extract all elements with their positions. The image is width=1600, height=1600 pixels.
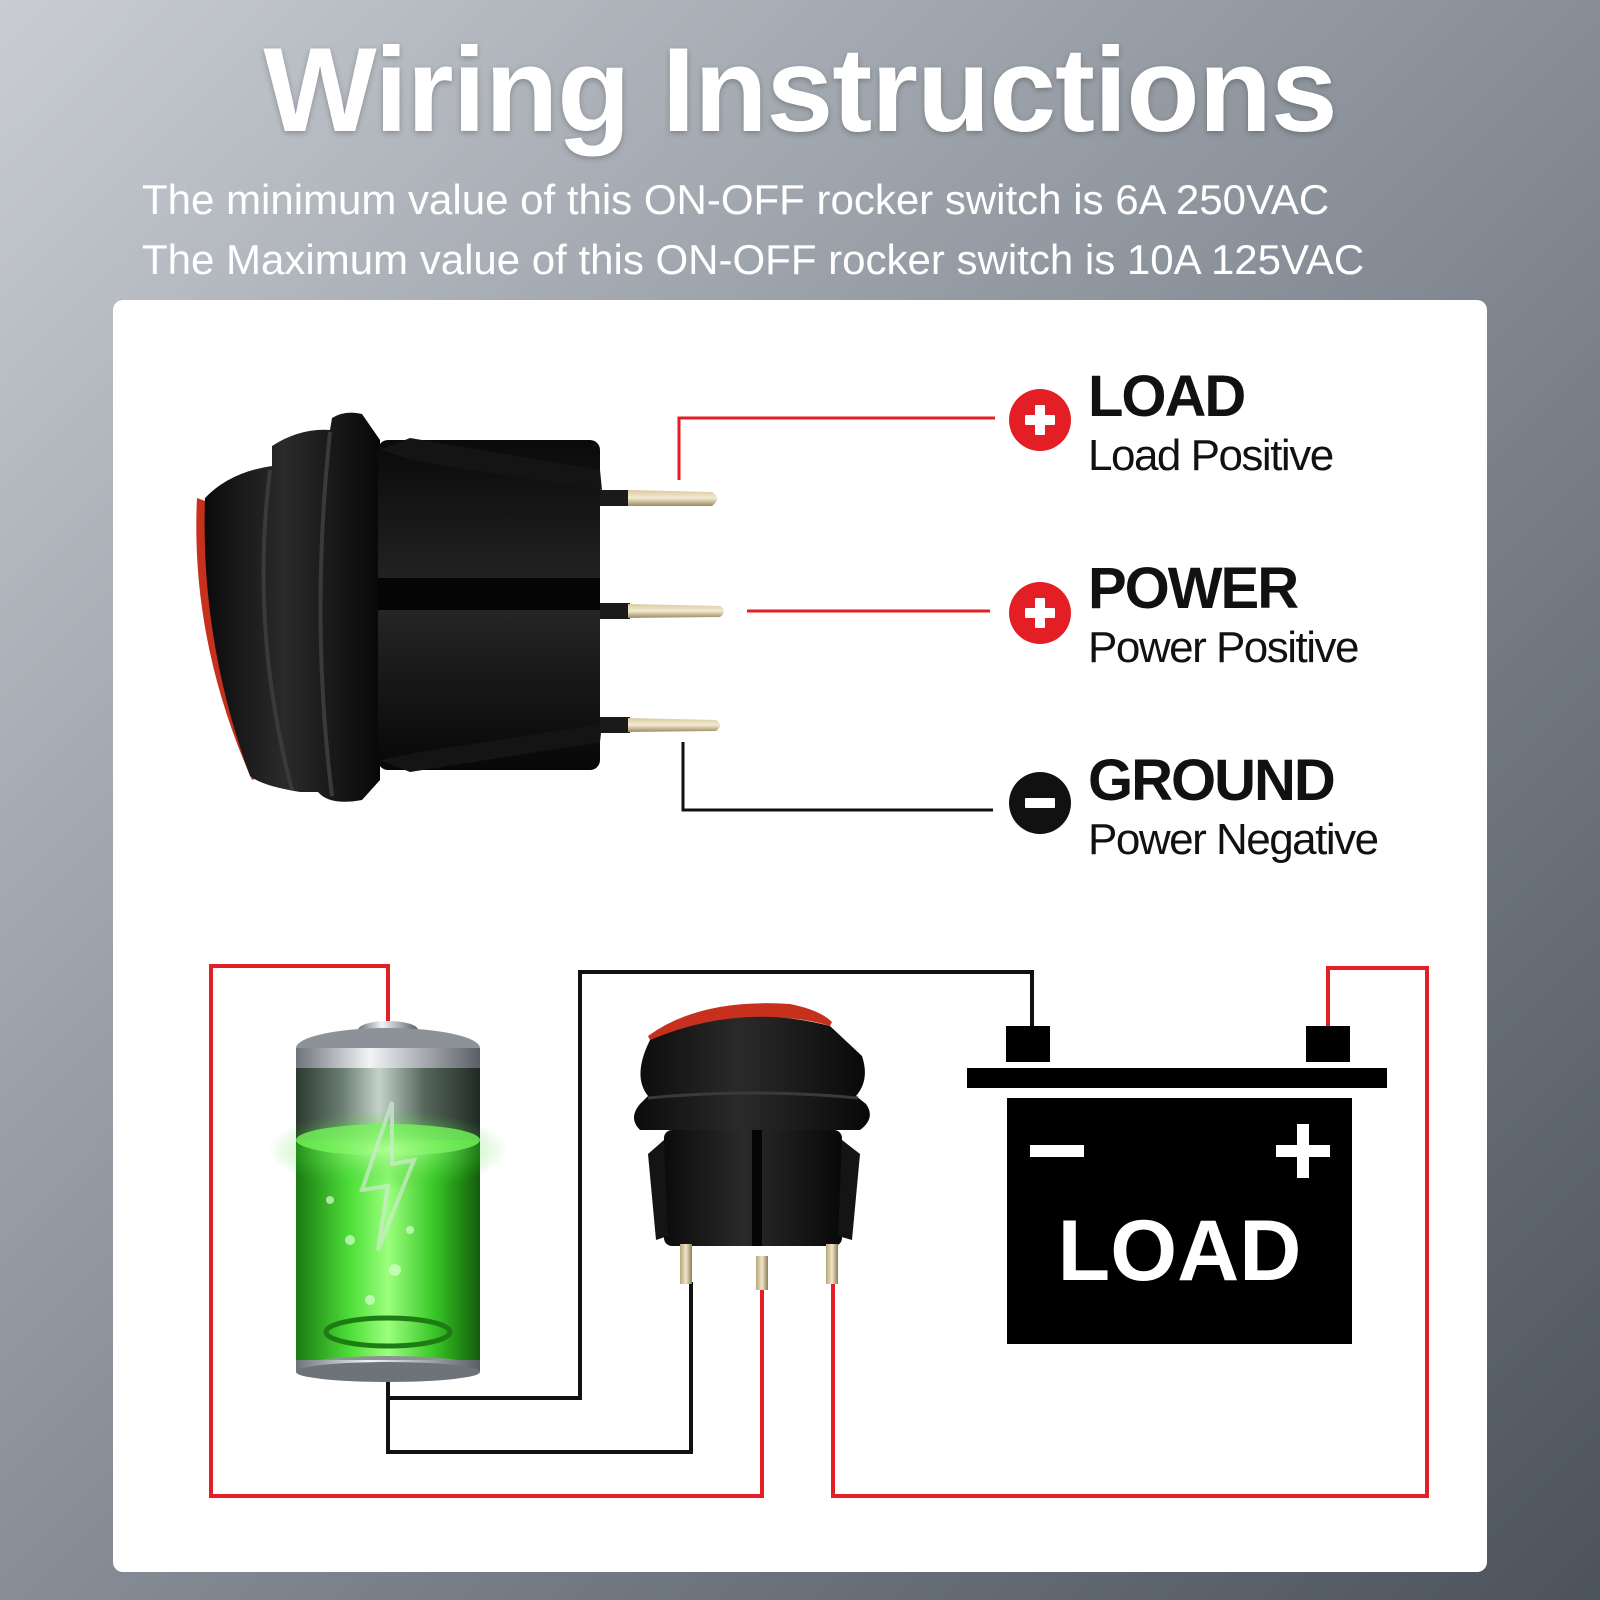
wire-load-negative <box>386 970 1034 1400</box>
ground-leader-line <box>681 742 993 812</box>
spec-maximum: The Maximum value of this ON-OFF rocker … <box>142 236 1365 283</box>
load-leader-line <box>677 416 995 480</box>
terminal-load-label: LOAD <box>1088 364 1246 429</box>
terminal-ground-description: Power Negative <box>1088 815 1379 864</box>
terminal-power-label: POWER <box>1088 556 1299 621</box>
page-title: Wiring Instructions <box>263 23 1337 157</box>
terminal-ground-label: GROUND <box>1088 748 1336 813</box>
spec-minimum: The minimum value of this ON-OFF rocker … <box>142 176 1330 223</box>
power-plus-icon <box>1009 582 1071 644</box>
battery-icon <box>268 1021 508 1382</box>
load-box <box>967 1026 1387 1344</box>
switch-front-view <box>634 1003 870 1290</box>
terminal-power-description: Power Positive <box>1088 623 1360 672</box>
ground-minus-icon <box>1009 772 1071 834</box>
wire-load-positive <box>831 966 1429 1498</box>
wire-switch-ground <box>386 1282 693 1454</box>
load-plus-icon <box>1009 389 1071 451</box>
terminal-load-description: Load Positive <box>1088 431 1334 480</box>
switch-side-view <box>196 412 724 802</box>
wire-battery-positive <box>209 964 764 1498</box>
load-box-label: LOAD <box>1057 1203 1302 1299</box>
